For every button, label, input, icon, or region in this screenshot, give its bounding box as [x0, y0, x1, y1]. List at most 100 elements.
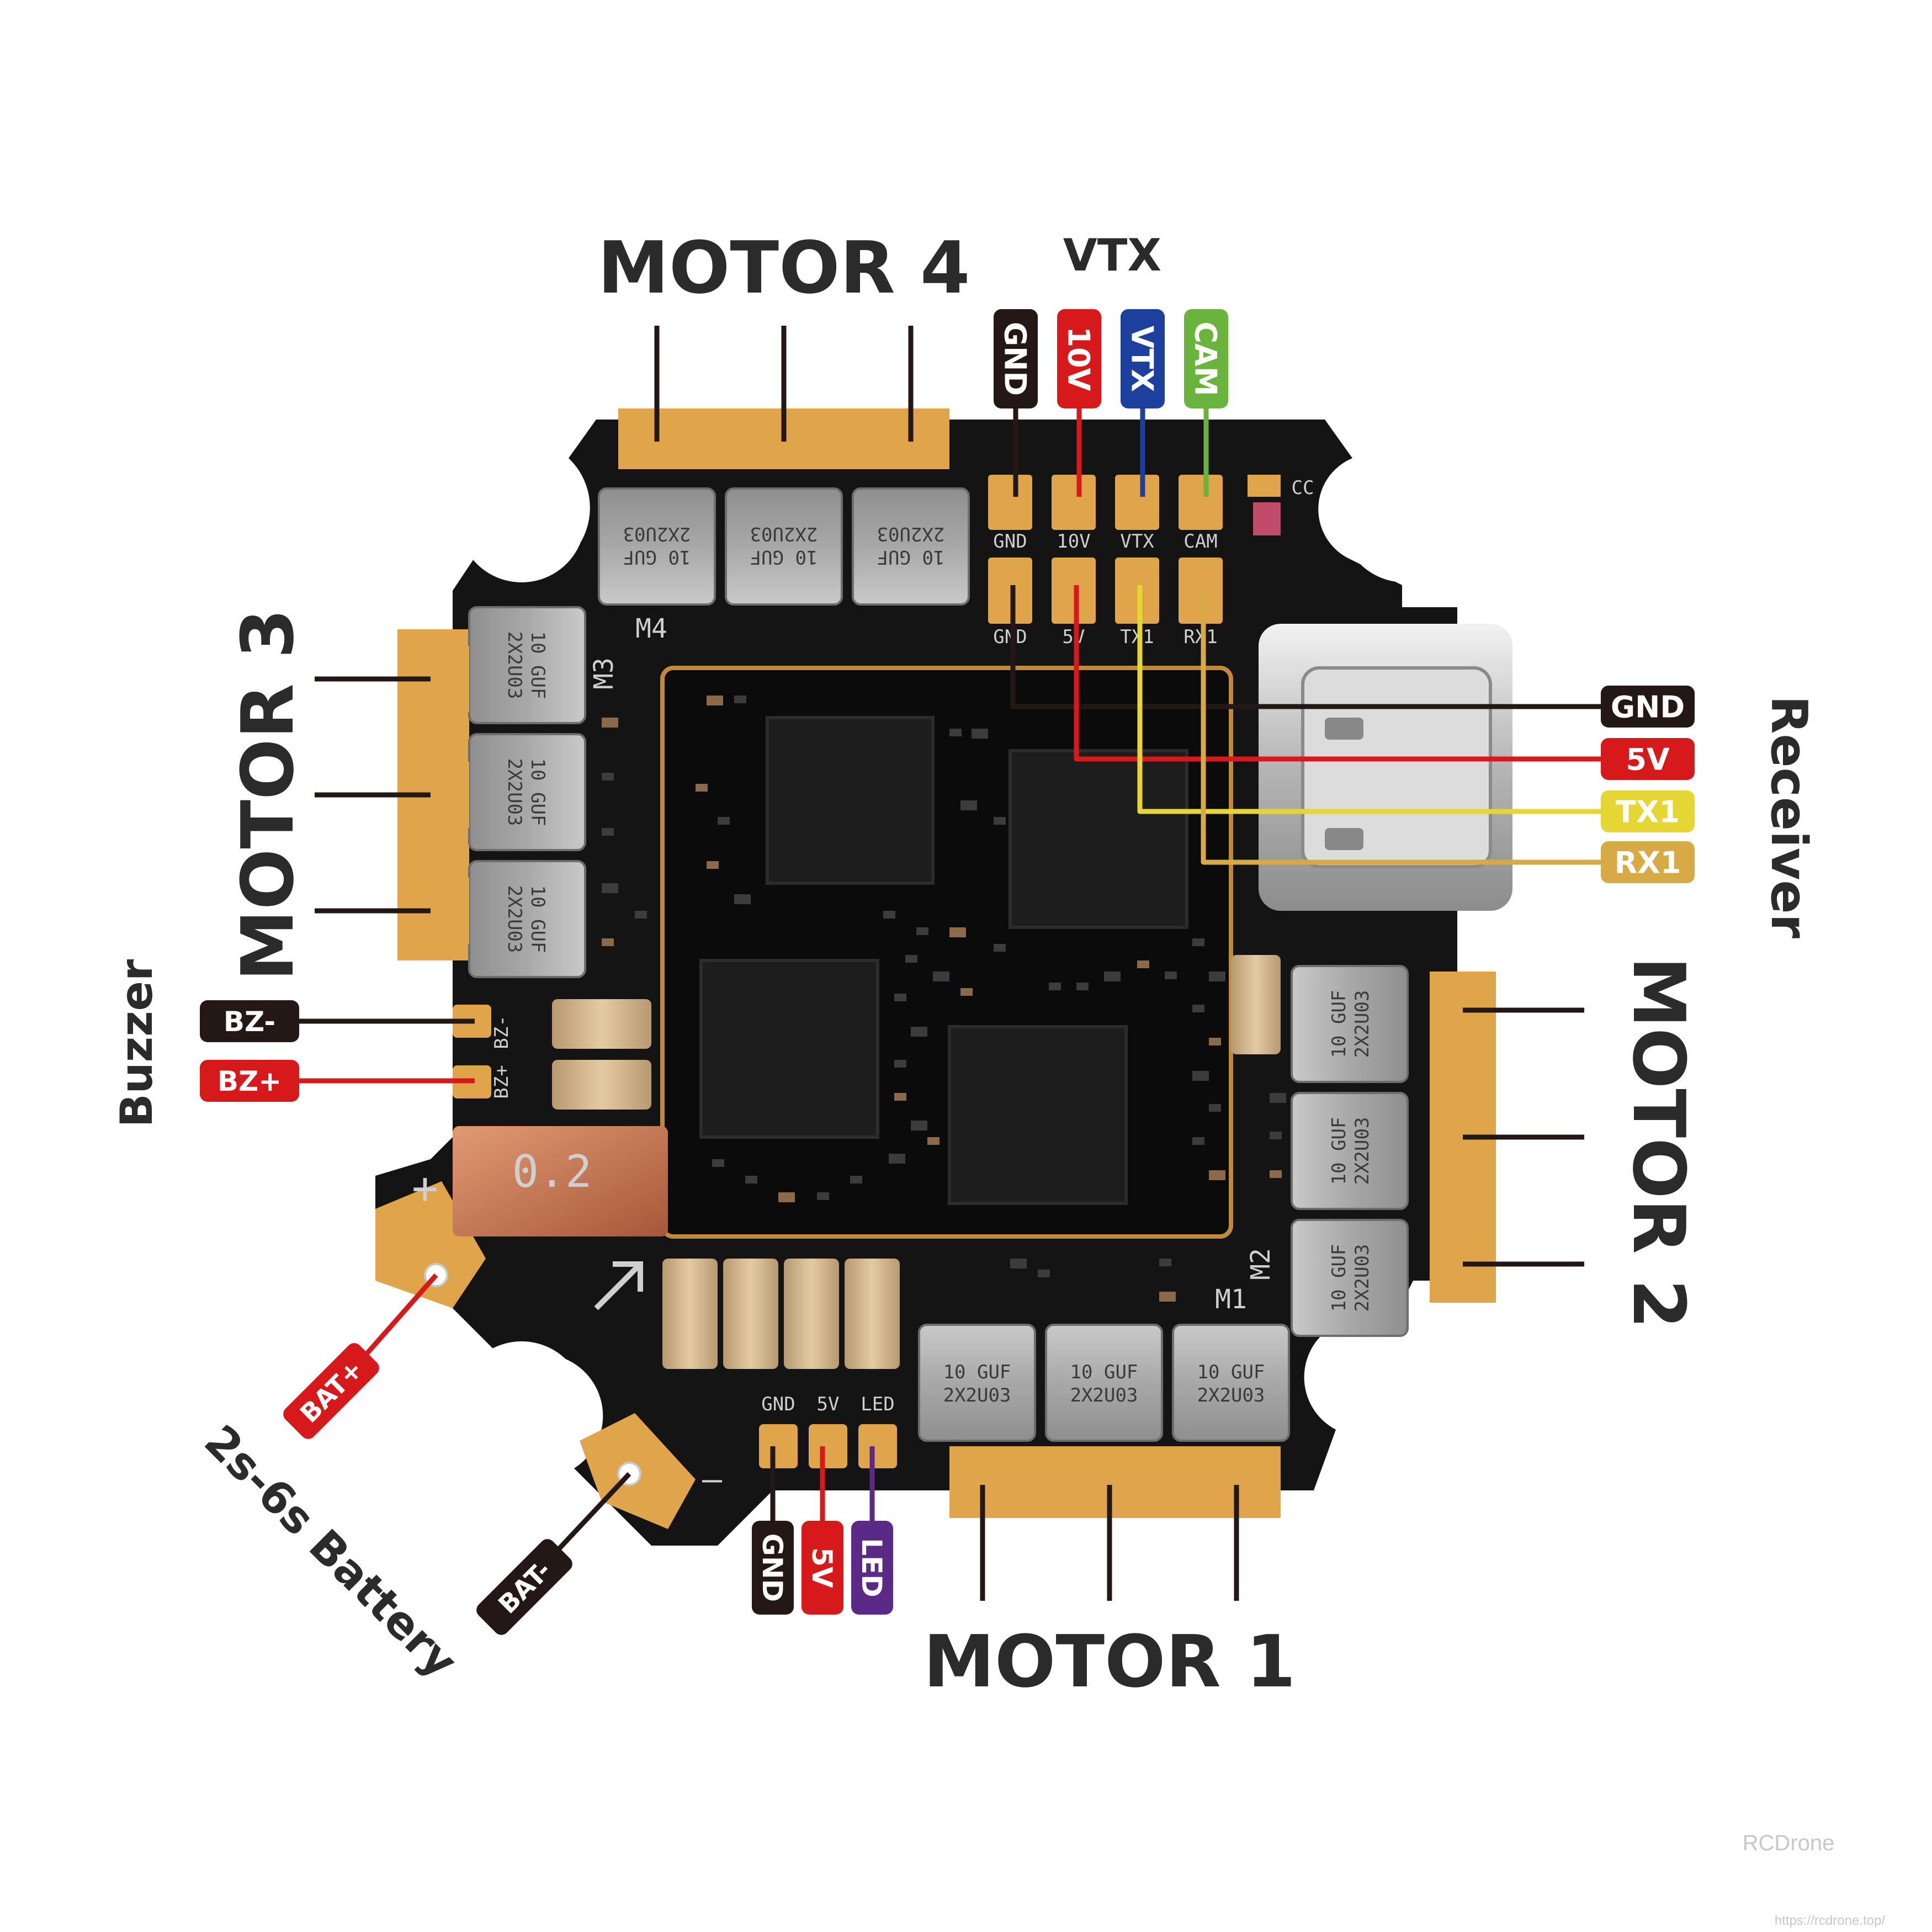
motor1-heading: MOTOR 1 [923, 1620, 1296, 1703]
smd-part [933, 972, 949, 981]
smd-part [1192, 1137, 1204, 1145]
tan-cap [1231, 955, 1281, 1054]
capacitor-label-1: 10 GUF [1328, 1117, 1350, 1185]
silk-led-5v: 5V [817, 1393, 840, 1415]
vtx-solder-pad [1179, 475, 1223, 530]
receiver-pin-label-rx1: RX1 [1601, 841, 1695, 883]
smd-part [1209, 1104, 1221, 1112]
silk-minus: — [702, 1460, 723, 1499]
smd-part [905, 955, 917, 963]
pin-badge-bg [752, 1521, 794, 1615]
vtx-pin-label-cam: CAM [1184, 309, 1228, 408]
tan-cap [552, 999, 651, 1049]
capacitor-label-1: 10 GUF [943, 1361, 1011, 1383]
smd-part [916, 927, 928, 935]
usb-c-slot [1325, 828, 1363, 850]
vtx-solder-pad [1052, 475, 1096, 530]
pin-badge-text: TX1 [1616, 794, 1680, 829]
smd-part [1192, 938, 1204, 946]
led-pin-label-led: LED [851, 1521, 893, 1615]
silk-m4: M4 [635, 613, 667, 644]
pin-badge-bg [200, 1000, 299, 1042]
smd-part [745, 1176, 757, 1183]
pin-badge-bg [1121, 309, 1165, 408]
smd-part [1192, 1005, 1204, 1012]
tan-cap [784, 1259, 839, 1369]
silk-rx-rx1: RX1 [1183, 626, 1217, 648]
smd-part [894, 1060, 906, 1068]
rx-tx1-lead [1137, 585, 1601, 814]
silk-m1: M1 [1215, 1284, 1247, 1315]
pin-badge-bg [851, 1521, 893, 1615]
capacitor-label-1: 10 GUF [1197, 1361, 1265, 1383]
smd-part [734, 696, 746, 703]
mount-hole-br [1341, 1341, 1468, 1468]
tan-cap [723, 1259, 778, 1369]
smd-part [817, 1192, 829, 1200]
smd-part [883, 911, 895, 919]
capacitor-label-1: 10 GUF [1070, 1361, 1138, 1383]
led-solder-pad [759, 1424, 798, 1468]
rx-solder-pad [1052, 558, 1096, 624]
smd-part [1192, 1071, 1209, 1081]
pin-badge-text: BZ- [224, 1006, 275, 1038]
smd-part [635, 911, 647, 919]
receiver-pin-label-gnd: GND [1601, 686, 1695, 728]
smd-part [994, 944, 1006, 952]
tan-capacitors [552, 955, 1281, 1369]
mcu-chip-4 [948, 1025, 1128, 1205]
buzzer-pin-label-bz: BZ- [200, 1000, 299, 1042]
smd-part [1137, 960, 1149, 968]
vtx-heading: VTX [1063, 230, 1161, 281]
smd-part [707, 861, 719, 869]
capacitor-label-2: 2X2U03 [503, 631, 526, 699]
smd-part [602, 773, 614, 781]
capacitor-label-2: 2X2U03 [1351, 1244, 1373, 1312]
silk-vtx-10v: 10V [1057, 530, 1090, 553]
mount-hole-tl [458, 455, 585, 582]
smd-part [1209, 1038, 1221, 1045]
smd-part [778, 1192, 795, 1202]
receiver-pin-label-5v: 5V [1601, 738, 1695, 780]
smd-part [602, 828, 614, 836]
capacitor-label-2: 2X2U03 [1197, 1384, 1265, 1406]
mount-hole-bl [458, 1341, 585, 1468]
silk-m2: M2 [1245, 1248, 1276, 1280]
silk-bz-minus: BZ- [491, 1015, 513, 1049]
smd-part [972, 729, 988, 739]
rx-gnd-lead [1010, 585, 1601, 709]
capacitor-label-2: 2X2U03 [1351, 990, 1373, 1058]
watermark: RCDrone [1743, 1831, 1835, 1855]
capacitor-body [918, 1324, 1036, 1442]
capacitor-label-2: 2X2U03 [503, 758, 526, 826]
shunt-value: 0.2 [512, 1146, 592, 1197]
pin-badge-text: BZ+ [217, 1065, 282, 1097]
smd-part [889, 1154, 905, 1164]
smd-part [960, 988, 973, 996]
rx-rx1-lead [1201, 585, 1601, 865]
silk-plus: + [412, 1163, 438, 1214]
capacitor-body [1291, 965, 1409, 1083]
smd-part [1270, 1170, 1282, 1178]
capacitor-label-1: 10 GUF [877, 546, 945, 568]
capacitor-body [1172, 1324, 1290, 1442]
battery-pin-label-minus: BAT- [476, 1539, 572, 1635]
rx-solder-pad [1115, 558, 1159, 624]
smd-part [1165, 972, 1177, 979]
capacitor-body [1045, 1324, 1163, 1442]
pin-badge-text: 5V [1626, 742, 1670, 777]
pin-badge-bg [994, 309, 1038, 408]
pin-badge-text: GND [1611, 689, 1685, 724]
smd-part [1209, 972, 1225, 981]
buzzer-heading: Buzzer [111, 959, 162, 1127]
silk-rx-tx1: TX1 [1120, 626, 1154, 648]
